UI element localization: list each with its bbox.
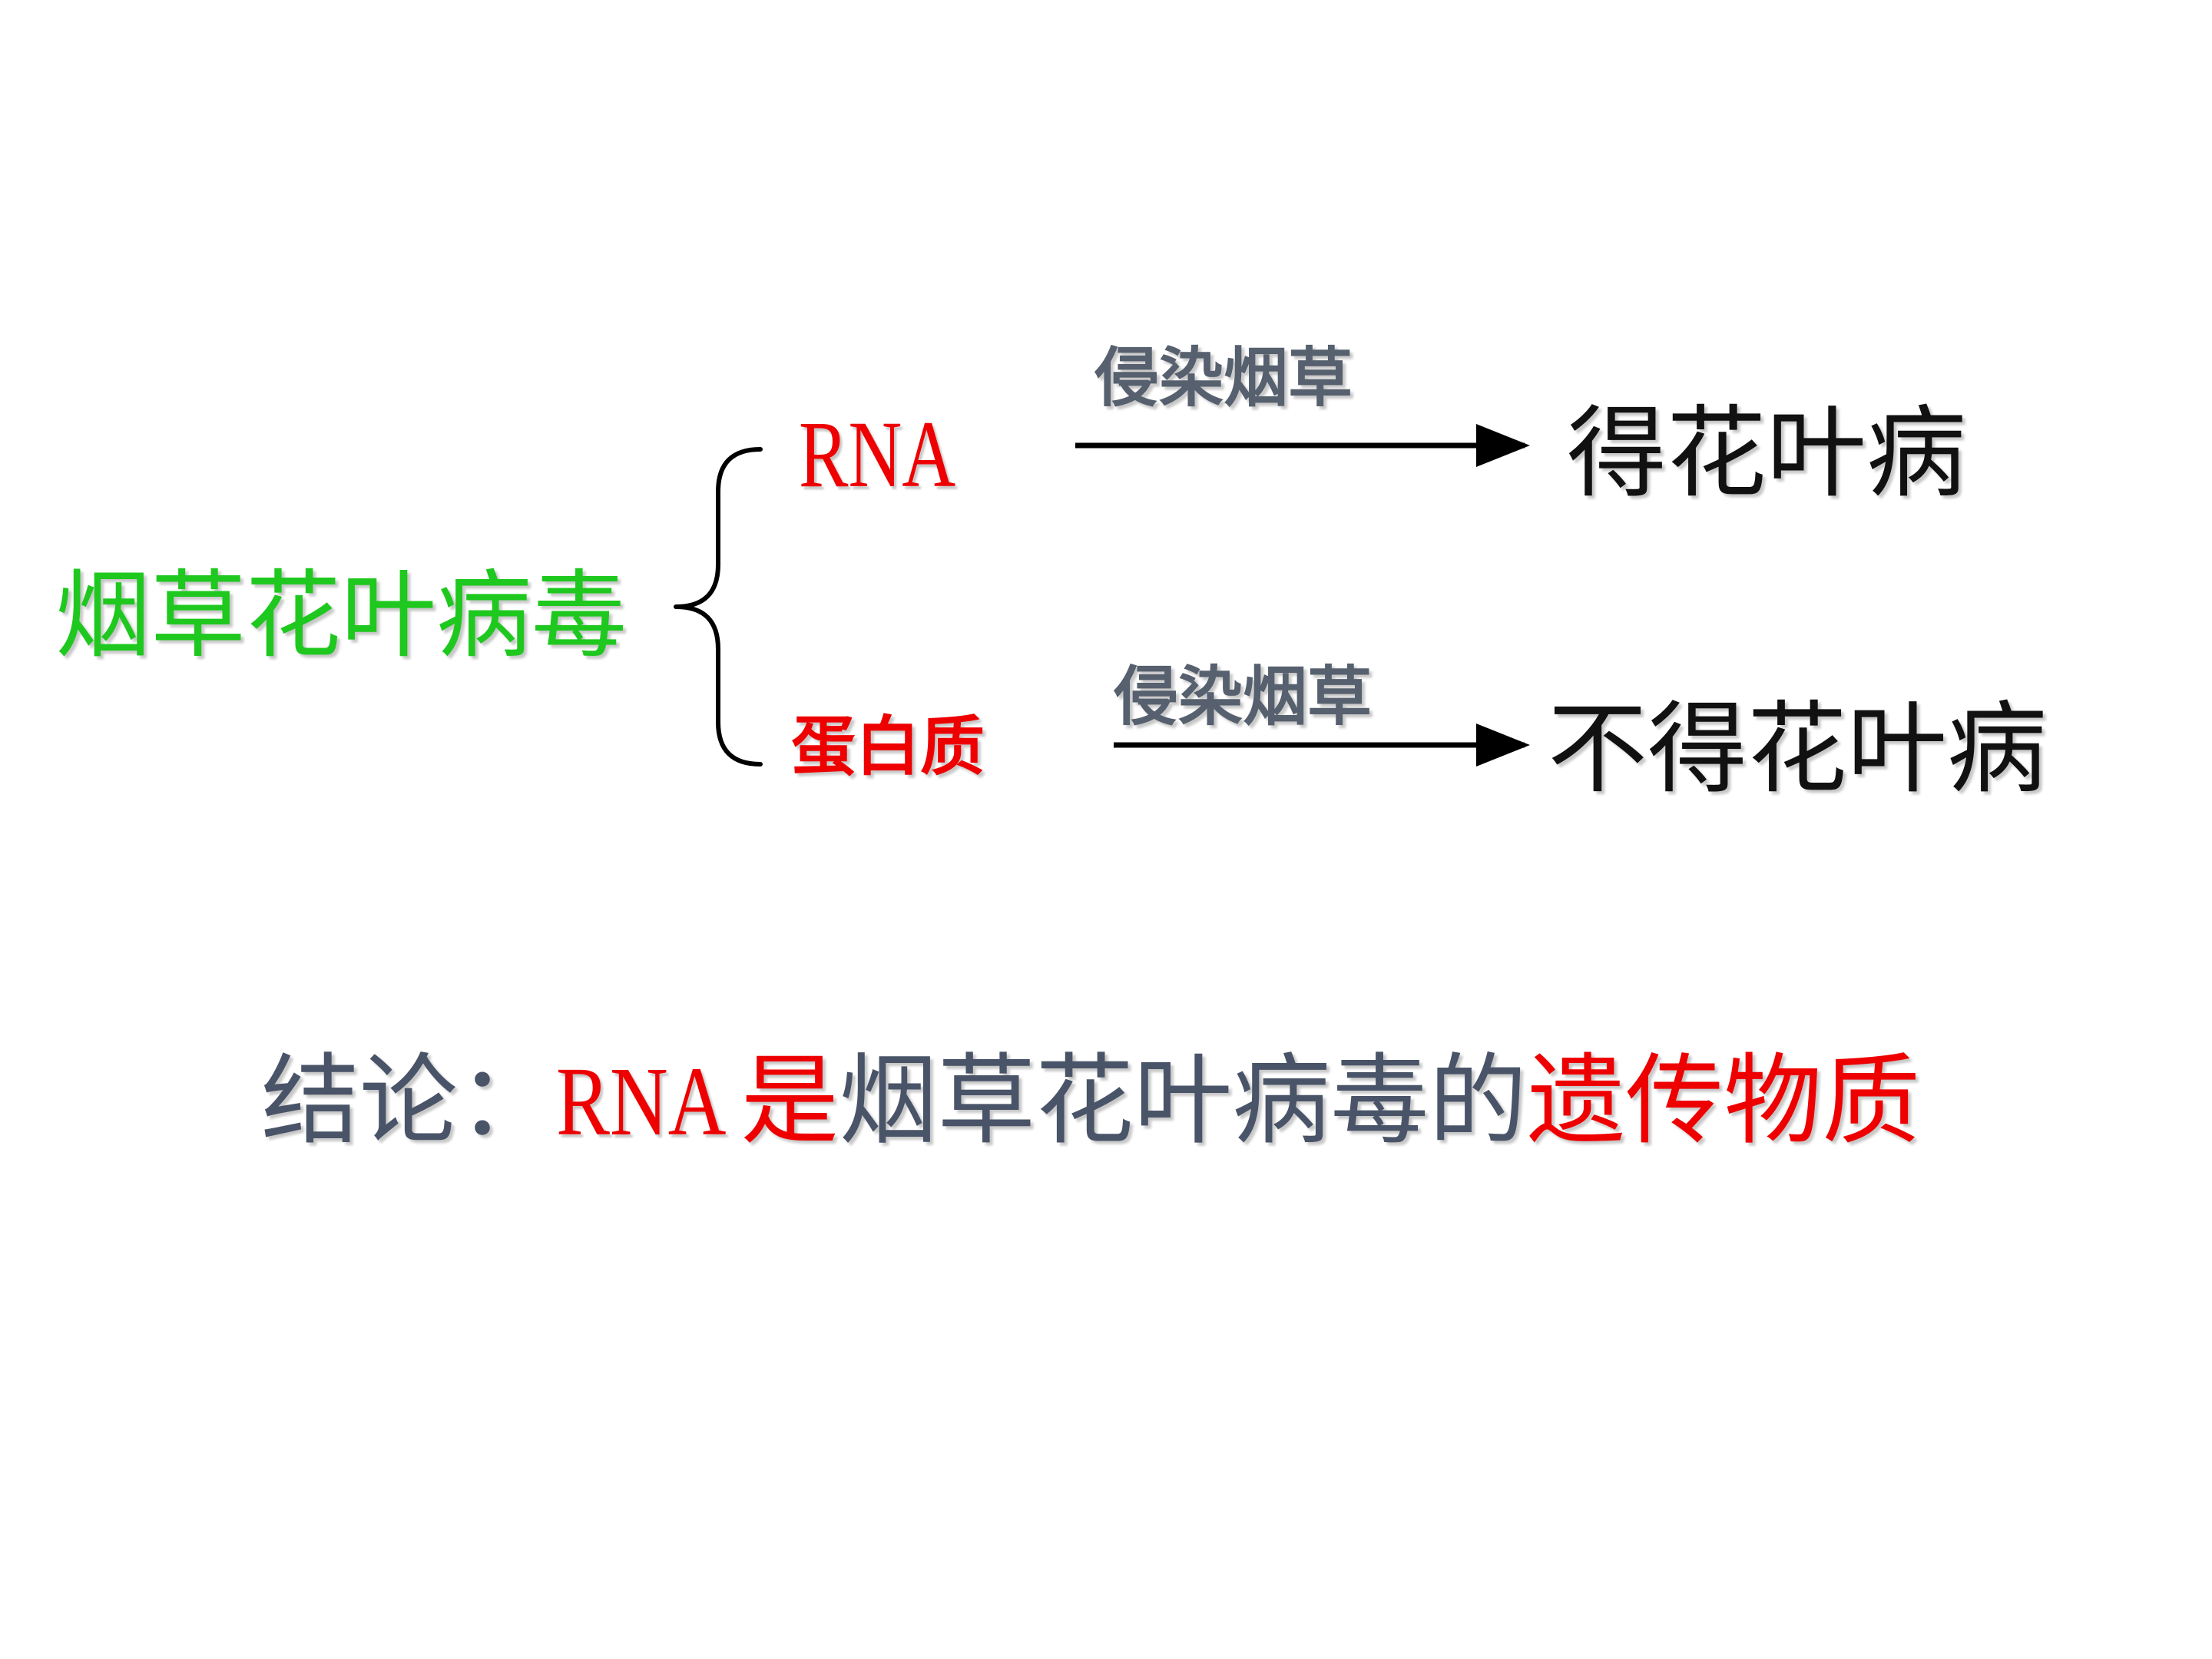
conclusion-rna: RNA (556, 1047, 727, 1156)
result-rna: 得花叶病 (1567, 395, 1967, 512)
conclusion-end: 遗传物质 (1527, 1044, 1921, 1158)
source-virus-label: 烟草花叶病毒 (55, 561, 628, 671)
component-rna-label: RNA (799, 402, 956, 507)
result-protein: 不得花叶病 (1548, 690, 2048, 807)
curly-brace (674, 447, 763, 767)
conclusion-is: 是 (740, 1044, 839, 1158)
action-label-protein: 侵染烟草 (1114, 659, 1373, 734)
component-protein-label: 蛋白质 (791, 709, 985, 784)
conclusion-prefix: 结论： (261, 1044, 557, 1158)
action-label-rna: 侵染烟草 (1094, 340, 1353, 416)
conclusion-middle: 烟草花叶病毒的 (839, 1044, 1528, 1158)
